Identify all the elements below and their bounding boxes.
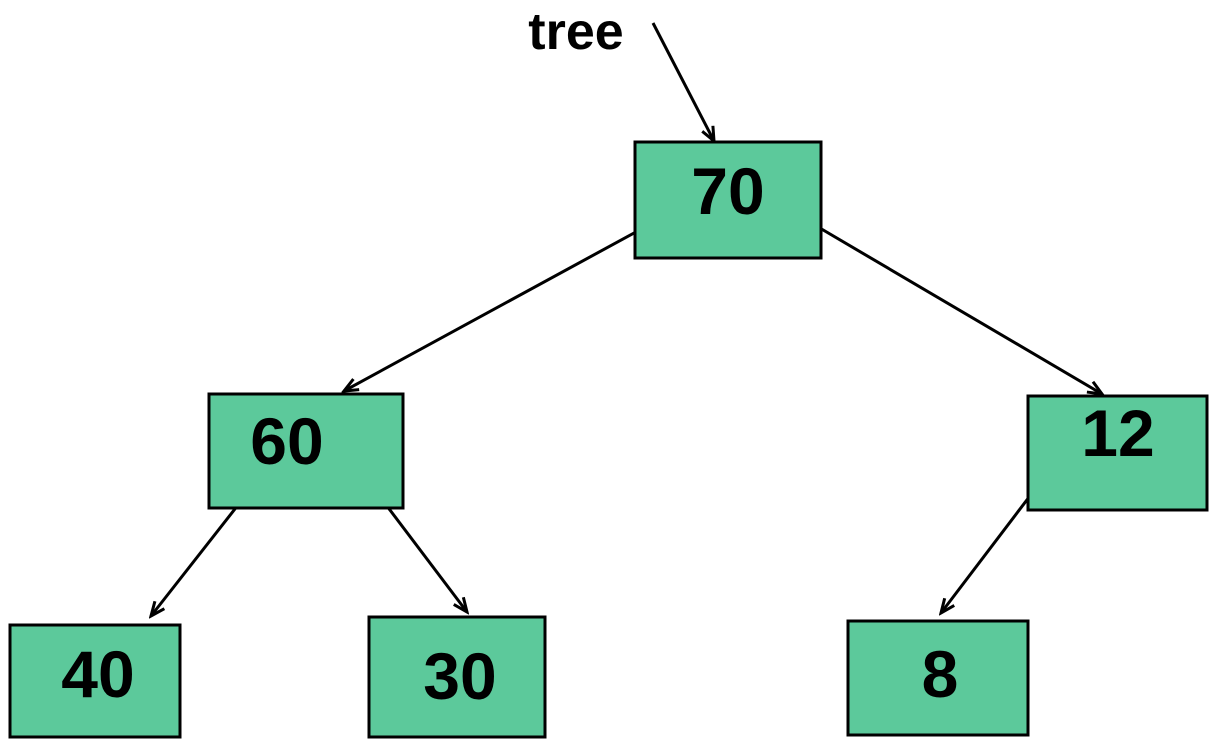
node-value: 30 xyxy=(423,639,496,713)
node-box xyxy=(8,623,182,739)
node-value: 8 xyxy=(922,637,959,711)
tree-pointer-label: tree xyxy=(528,3,623,61)
tree-node-root-left: 60 xyxy=(207,392,405,510)
tree-node-root-right: 12 xyxy=(1026,394,1209,512)
node-box xyxy=(1026,394,1209,512)
node-value: 12 xyxy=(1081,396,1154,470)
node-value: 70 xyxy=(691,154,764,228)
edge-70-to-12 xyxy=(812,222,1102,394)
tree-node-root: 70 xyxy=(633,140,823,260)
tree-node-root-left-left: 40 xyxy=(8,623,182,739)
tree-node-root-left-right: 30 xyxy=(367,615,547,739)
node-box xyxy=(367,615,547,739)
node-box xyxy=(633,140,823,260)
edge-70-to-60 xyxy=(344,225,646,391)
node-box xyxy=(846,619,1030,737)
tree-node-root-right-left: 8 xyxy=(846,619,1030,737)
edge-tree-to-70 xyxy=(651,22,714,141)
node-value: 40 xyxy=(61,637,134,711)
node-box xyxy=(207,392,405,510)
node-value: 60 xyxy=(250,404,323,478)
